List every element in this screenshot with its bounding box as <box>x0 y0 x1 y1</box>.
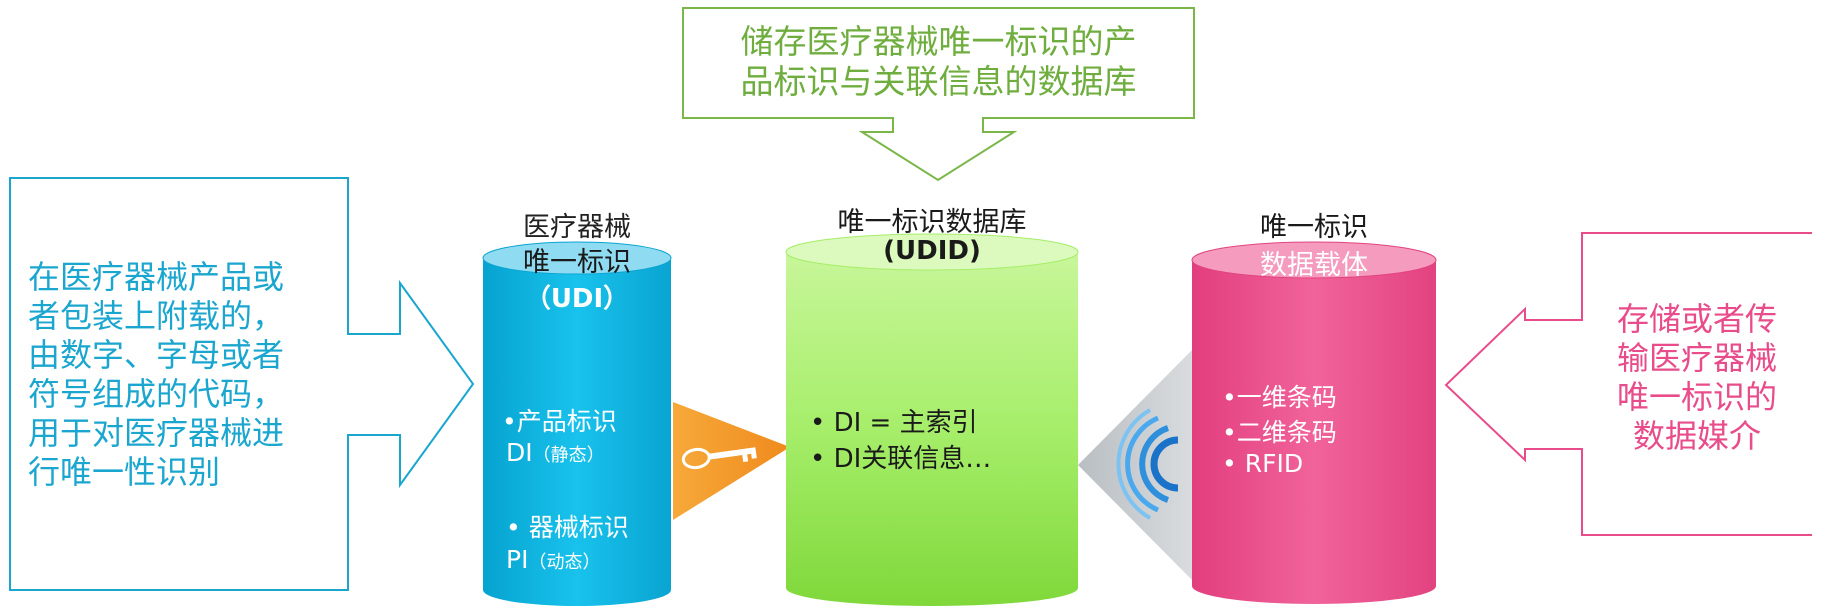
top-callout-text: 储存医疗器械唯一标识的产 品标识与关联信息的数据库 <box>683 22 1194 103</box>
left-callout-line: 符号组成的代码， <box>28 375 285 414</box>
carrier-item-rfid: • RFID <box>1222 449 1304 478</box>
udi-pi-note: （动态） <box>528 552 601 573</box>
wireless-connector <box>1078 350 1192 580</box>
left-callout-shape <box>9 177 475 591</box>
udid-cylinder <box>785 233 1079 606</box>
left-callout-text: 在医疗器械产品或 者包装上附载的， 由数字、字母或者 符号组成的代码， 用于对医… <box>28 258 284 492</box>
right-callout-line: 唯一标识的 <box>1616 378 1777 417</box>
carrier-cylinder <box>1191 241 1437 604</box>
key-icon <box>681 447 757 470</box>
carrier-item-2d-barcode: •二维条码 <box>1222 418 1337 447</box>
udi-di-code: DI <box>506 438 533 467</box>
udi-pi-code: PI <box>506 545 529 574</box>
udid-title: 唯一标识数据库 <box>837 207 1027 238</box>
top-callout-shape <box>682 7 1195 182</box>
top-callout-line: 储存医疗器械唯一标识的产 <box>740 22 1137 61</box>
udi-cylinder <box>482 241 672 606</box>
left-callout-line: 行唯一性识别 <box>28 453 221 492</box>
carrier-title: 唯一标识 <box>1260 212 1368 243</box>
wireless-signal-icon <box>1116 408 1179 520</box>
udid-abbrev: (UDID) <box>883 236 981 266</box>
right-callout-line: 存储或者传 <box>1616 300 1777 338</box>
udi-abbrev: （UDI） <box>524 284 630 314</box>
udid-item-di-index: • DI = 主索引 <box>810 408 978 438</box>
right-callout-shape <box>1444 232 1812 536</box>
udi-item-product-id: •产品标识 <box>502 407 617 436</box>
udi-item-di: DI（静态） <box>506 438 605 467</box>
udi-di-note: （静态） <box>532 445 605 466</box>
right-callout-line: 数据媒介 <box>1632 417 1761 456</box>
left-callout-line: 用于对医疗器械进 <box>28 414 285 453</box>
carrier-subtitle: 数据载体 <box>1260 250 1368 281</box>
udid-item-di-info: • DI关联信息… <box>810 444 992 474</box>
carrier-item-1d-barcode: •一维条码 <box>1222 383 1337 412</box>
key-connector <box>673 402 790 520</box>
left-callout-line: 由数字、字母或者 <box>28 336 285 375</box>
left-callout-line: 者包装上附载的， <box>28 297 285 336</box>
right-callout-text: 存储或者传 输医疗器械 唯一标识的 数据媒介 <box>1582 300 1812 456</box>
udi-subtitle: 唯一标识 <box>523 247 631 278</box>
udi-item-pi: PI（动态） <box>506 545 600 574</box>
right-callout-line: 输医疗器械 <box>1616 339 1777 378</box>
udi-title: 医疗器械 <box>523 212 631 243</box>
udi-item-device-id: • 器械标识 <box>506 513 629 542</box>
top-callout-line: 品标识与关联信息的数据库 <box>740 62 1137 102</box>
left-callout-line: 在医疗器械产品或 <box>28 258 285 296</box>
